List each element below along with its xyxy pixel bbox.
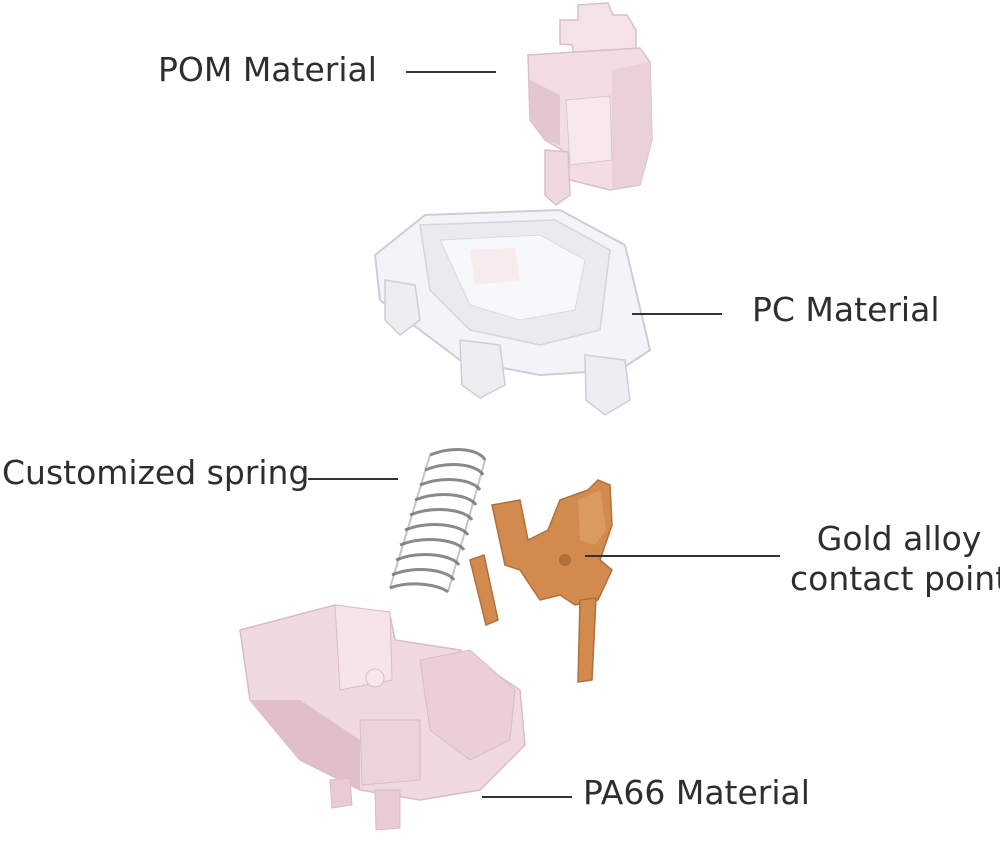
- spring-part: [389, 448, 487, 594]
- label-gold-line2: contact point: [790, 558, 1000, 598]
- label-gold-alloy-contact: Gold alloy contact point: [790, 519, 1000, 598]
- stem-part: [527, 2, 653, 206]
- label-customized-spring: Customized spring: [2, 453, 310, 492]
- label-pa66-material: PA66 Material: [583, 773, 810, 812]
- contact-part: [469, 479, 613, 683]
- top-housing-part: [373, 208, 652, 416]
- label-pc-material: PC Material: [752, 290, 940, 329]
- label-gold-line1: Gold alloy: [816, 519, 982, 558]
- bottom-housing-part: [239, 604, 526, 831]
- label-pom-material: POM Material: [158, 50, 377, 89]
